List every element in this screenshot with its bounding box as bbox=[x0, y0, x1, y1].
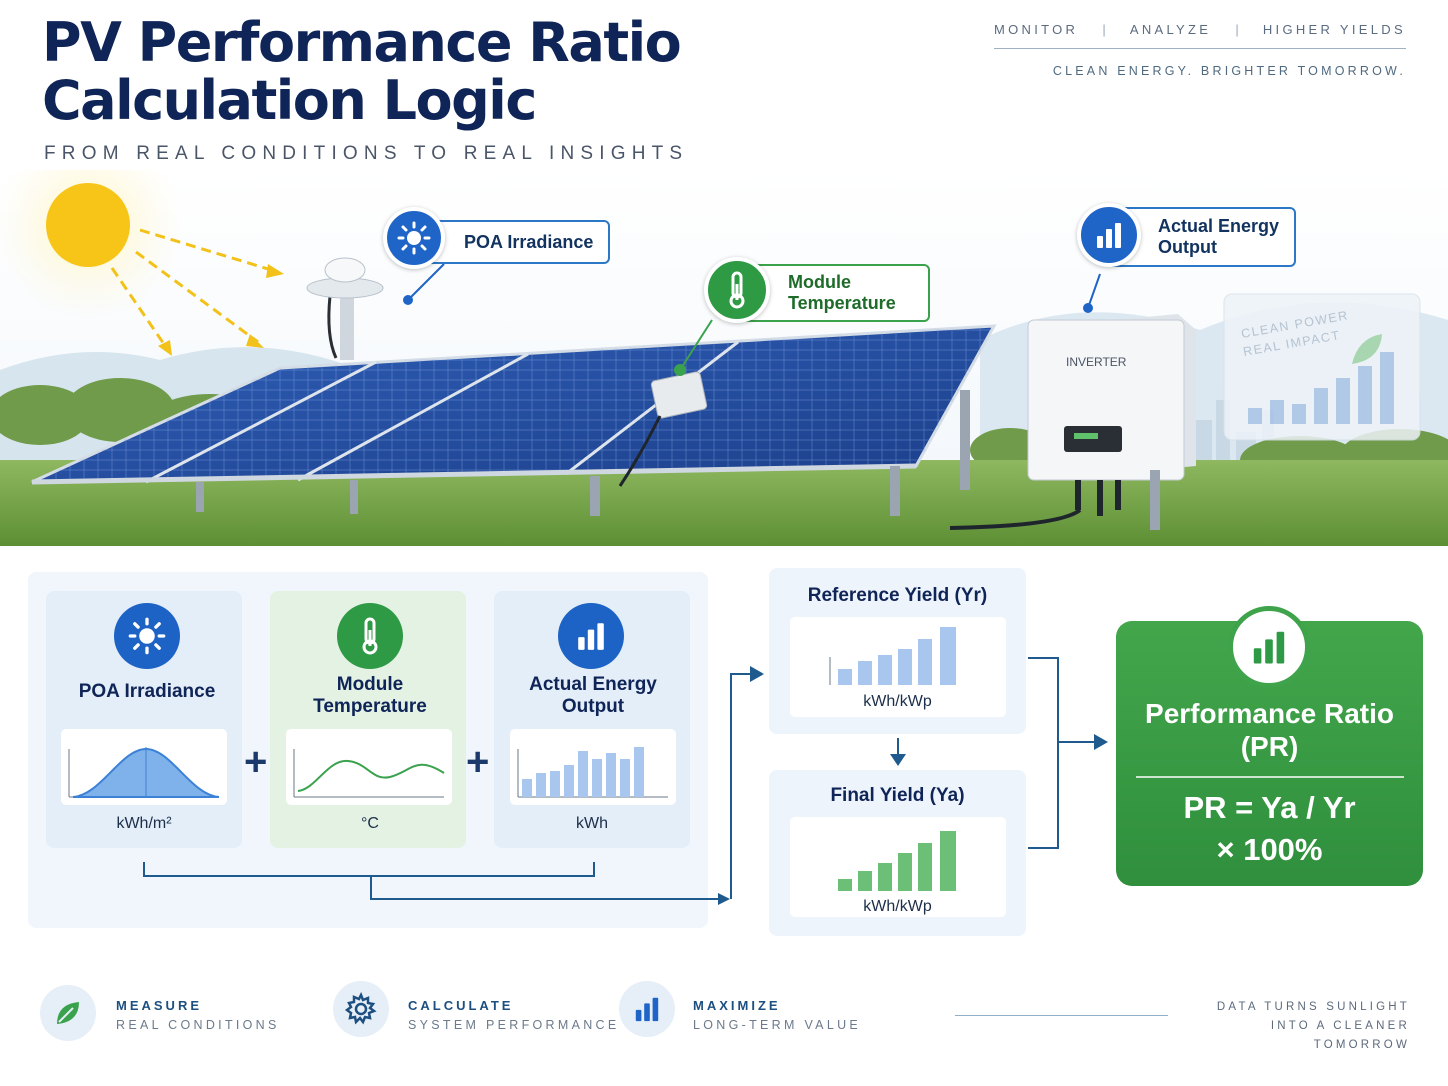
footer-step-maximize-head: MAXIMIZE bbox=[693, 998, 781, 1013]
header-tagline: CLEAN ENERGY. BRIGHTER TOMORROW. bbox=[1052, 64, 1406, 78]
nav-item-monitor[interactable]: MONITOR bbox=[994, 22, 1079, 37]
footer-tagline: DATA TURNS SUNLIGHT INTO A CLEANER TOMOR… bbox=[1170, 998, 1410, 1055]
nav-separator: | bbox=[1235, 22, 1239, 37]
callout-module-label-line2: Temperature bbox=[788, 293, 896, 313]
callout-energy-label-line2: Output bbox=[1158, 237, 1217, 257]
thermometer-icon bbox=[337, 603, 403, 669]
pr-formula-line2: × 100% bbox=[1216, 832, 1323, 867]
sun-rays bbox=[110, 228, 279, 351]
pr-title-line2: (PR) bbox=[1240, 731, 1299, 762]
pr-formula: PR = Ya / Yr × 100% bbox=[1116, 787, 1423, 871]
input-card-energy-title-line2: Output bbox=[561, 696, 625, 717]
callout-poa-label: POA Irradiance bbox=[464, 231, 594, 252]
temperature-curve-chart bbox=[286, 729, 452, 805]
final-yield-chart bbox=[790, 817, 1006, 917]
nav-divider bbox=[994, 48, 1406, 49]
nav-item-analyze[interactable]: ANALYZE bbox=[1129, 22, 1212, 37]
pr-title-line1: Performance Ratio bbox=[1145, 698, 1394, 729]
footer-tagline-line1: DATA TURNS SUNLIGHT bbox=[1216, 1001, 1410, 1013]
bar-chart-icon bbox=[1077, 203, 1141, 267]
input-card-energy-title: Actual Energy Output bbox=[494, 674, 692, 718]
footer-tagline-line2: INTO A CLEANER TOMORROW bbox=[1270, 1020, 1410, 1051]
reference-yield-title: Reference Yield (Yr) bbox=[807, 585, 988, 606]
input-card-poa-unit: kWh/m² bbox=[116, 815, 172, 832]
input-card-module-title: Module Temperature bbox=[270, 674, 470, 718]
bar-chart-icon bbox=[558, 603, 624, 669]
gear-icon bbox=[333, 981, 389, 1037]
reference-yield-unit: kWh/kWp bbox=[863, 693, 932, 710]
plus-operator: + bbox=[244, 740, 268, 784]
energy-bar-chart bbox=[510, 729, 676, 805]
footer-step-calculate-head: CALCULATE bbox=[408, 998, 514, 1013]
solar-panel-array bbox=[31, 324, 997, 516]
footer-step-calculate: CALCULATE SYSTEM PERFORMANCE bbox=[408, 998, 620, 1032]
callout-poa-irradiance: POA Irradiance bbox=[418, 220, 610, 264]
callout-module-temperature: Module Temperature bbox=[738, 264, 930, 322]
callout-dot bbox=[1083, 303, 1093, 313]
input-card-energy-title-line1: Actual Energy bbox=[529, 674, 657, 695]
page-title: PV Performance Ratio Calculation Logic bbox=[42, 14, 742, 130]
inverter-label: INVERTER bbox=[1066, 355, 1127, 369]
input-card-module-unit: °C bbox=[361, 815, 379, 832]
reference-yield-chart bbox=[790, 617, 1006, 717]
top-nav: MONITOR | ANALYZE | HIGHER YIELDS bbox=[994, 22, 1406, 50]
pr-formula-line1: PR = Ya / Yr bbox=[1183, 790, 1356, 825]
leaf-icon bbox=[40, 985, 96, 1041]
callout-dot bbox=[403, 295, 413, 305]
nav-separator: | bbox=[1102, 22, 1106, 37]
callout-leader bbox=[1087, 273, 1101, 309]
bar-chart-icon bbox=[1228, 606, 1310, 688]
sun-icon bbox=[114, 603, 180, 669]
pyranometer-icon bbox=[306, 257, 384, 360]
clean-power-billboard bbox=[1223, 293, 1421, 441]
final-yield-title: Final Yield (Ya) bbox=[830, 785, 965, 806]
nav-item-higher-yields[interactable]: HIGHER YIELDS bbox=[1262, 22, 1406, 37]
footer-step-maximize-sub: LONG-TERM VALUE bbox=[693, 1018, 862, 1032]
thermometer-icon bbox=[704, 257, 770, 323]
footer-divider bbox=[955, 1015, 1168, 1016]
input-card-module-title-line1: Module bbox=[336, 674, 404, 695]
footer-step-calculate-sub: SYSTEM PERFORMANCE bbox=[408, 1018, 620, 1032]
pr-divider bbox=[1136, 776, 1404, 778]
callout-energy-label-line1: Actual Energy bbox=[1158, 216, 1280, 236]
sun-icon bbox=[383, 207, 445, 269]
plus-operator: + bbox=[466, 740, 490, 784]
final-yield-unit: kWh/kWp bbox=[863, 898, 932, 915]
footer-step-measure: MEASURE REAL CONDITIONS bbox=[116, 998, 280, 1032]
bar-chart-icon bbox=[619, 981, 675, 1037]
input-card-energy-unit: kWh bbox=[576, 815, 608, 832]
callout-leader bbox=[407, 263, 445, 301]
sun-icon bbox=[46, 183, 130, 267]
footer-step-measure-sub: REAL CONDITIONS bbox=[116, 1018, 280, 1032]
ray-arrowheads bbox=[158, 264, 284, 356]
performance-ratio-title: Performance Ratio (PR) bbox=[1116, 697, 1423, 763]
input-card-module-title-line2: Temperature bbox=[313, 696, 427, 717]
callout-module-label-line1: Module bbox=[788, 272, 851, 292]
input-card-poa-title-text: POA Irradiance bbox=[78, 681, 216, 702]
input-card-poa-title: POA Irradiance bbox=[46, 681, 248, 703]
callout-leader bbox=[679, 319, 713, 371]
page-title-line2: Calculation Logic bbox=[42, 69, 537, 132]
temperature-sensor-icon bbox=[618, 364, 708, 487]
irradiance-curve-chart bbox=[61, 729, 227, 805]
footer-step-measure-head: MEASURE bbox=[116, 998, 203, 1013]
page-title-line1: PV Performance Ratio bbox=[42, 11, 682, 74]
footer-step-maximize: MAXIMIZE LONG-TERM VALUE bbox=[693, 998, 861, 1032]
inverter-icon bbox=[949, 314, 1196, 530]
page-subtitle: FROM REAL CONDITIONS TO REAL INSIGHTS bbox=[44, 143, 689, 164]
